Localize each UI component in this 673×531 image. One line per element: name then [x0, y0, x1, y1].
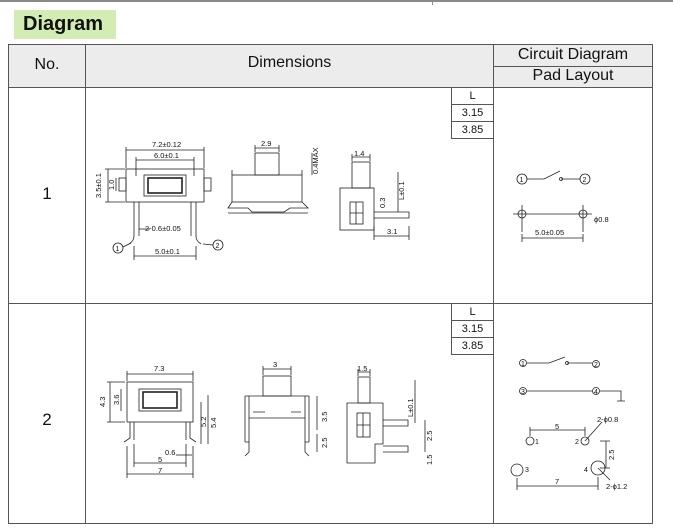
length-table-row-2: L 3.15 3.85	[451, 303, 494, 355]
dim-label: L±0.1	[397, 181, 406, 200]
dim-label: 5	[555, 422, 559, 431]
dim-label: 3.1	[387, 227, 397, 236]
top-border-line	[0, 0, 673, 2]
dim-label: 5	[158, 455, 162, 464]
dim-label: 5.2	[199, 417, 208, 427]
dim-label: 5.4	[209, 418, 218, 428]
top-border-tick	[432, 0, 433, 5]
dim-label: 2.5	[425, 431, 434, 441]
header-no: No.	[34, 56, 60, 73]
pin-label: 3	[521, 389, 525, 396]
dim-label: 2-ϕ0.8	[597, 415, 618, 424]
dim-label: 2-ϕ1.2	[606, 482, 627, 491]
dim-label: 5.0±0.05	[535, 228, 564, 237]
row2-end-view	[346, 369, 426, 464]
length-table-header: L	[469, 90, 476, 102]
pin-label: 3	[525, 467, 529, 474]
row1-end-view	[339, 154, 410, 240]
dim-label: 2.5	[320, 438, 329, 448]
header-dimensions: Dimensions	[247, 54, 332, 71]
dim-label: 2.5	[607, 450, 616, 460]
pin-label: 1	[116, 246, 120, 253]
pin-label: 2	[216, 243, 220, 250]
dim-label: 2.9	[261, 139, 271, 148]
length-table-value: 3.85	[452, 121, 493, 138]
pin-label: 1	[521, 361, 525, 368]
spec-table	[8, 44, 653, 524]
dim-label: 4.3	[98, 397, 107, 407]
dim-label: 6.0±0.1	[154, 151, 179, 160]
header-subdivider	[493, 66, 652, 67]
length-table-value: 3.15	[452, 104, 493, 121]
column-divider-no	[85, 45, 86, 523]
pin-label: 4	[584, 467, 588, 474]
pin-label: 1	[520, 177, 524, 184]
length-table-value: 3.85	[452, 337, 493, 354]
pin-label: 1	[535, 439, 539, 446]
dim-label: 3.6	[112, 395, 121, 405]
row2-pad-layout	[510, 421, 611, 490]
row1-front-view	[105, 147, 224, 260]
length-table-value: 3.15	[452, 320, 493, 337]
dim-label: 7	[158, 466, 162, 475]
length-table-header: L	[469, 306, 476, 318]
row1-circuit-diagram	[516, 170, 591, 185]
dim-label: 7.2±0.12	[152, 140, 181, 149]
pin-label: 2	[575, 439, 579, 446]
row-divider	[9, 303, 652, 304]
length-table-row-1: L 3.15 3.85	[451, 87, 494, 139]
dim-label: 3	[273, 360, 277, 369]
dim-label: 3.5±0.1	[94, 173, 103, 198]
row1-side-view	[227, 145, 313, 214]
section-title: Diagram	[14, 10, 116, 39]
pin-label: 4	[594, 389, 598, 396]
dim-label: ϕ0.8	[594, 215, 609, 224]
pin-label: 2	[594, 362, 598, 369]
row1-pad-layout	[513, 205, 592, 242]
dim-label: 0.6	[165, 448, 175, 457]
dim-label: 1.5	[357, 364, 367, 373]
dim-label: 2-0.6±0.05	[145, 224, 181, 233]
dim-label: 5.0±0.1	[155, 247, 180, 256]
dim-label: 1.4	[354, 149, 364, 158]
dim-label: 3.5	[320, 412, 329, 422]
dim-label: 7	[555, 477, 559, 486]
dim-label: 1.5	[425, 455, 434, 465]
row-number-2: 2	[42, 410, 52, 429]
row-number-1: 1	[42, 184, 52, 203]
header-bottom-line	[9, 87, 652, 88]
dim-label: 0.3	[378, 198, 387, 208]
row2-side-view	[244, 366, 318, 457]
header-circuit-diagram: Circuit Diagram	[517, 46, 629, 63]
column-divider-dimensions	[493, 45, 494, 523]
pin-label: 2	[583, 177, 587, 184]
header-pad-layout: Pad Layout	[532, 67, 614, 84]
row2-circuit-diagram	[519, 356, 625, 402]
dim-label: L±0.1	[406, 398, 415, 417]
dim-label: 7.3	[154, 364, 164, 373]
dim-label: 0.4MAX	[311, 147, 320, 174]
row2-front-view	[107, 371, 209, 478]
dim-label: 1.0	[107, 180, 116, 190]
